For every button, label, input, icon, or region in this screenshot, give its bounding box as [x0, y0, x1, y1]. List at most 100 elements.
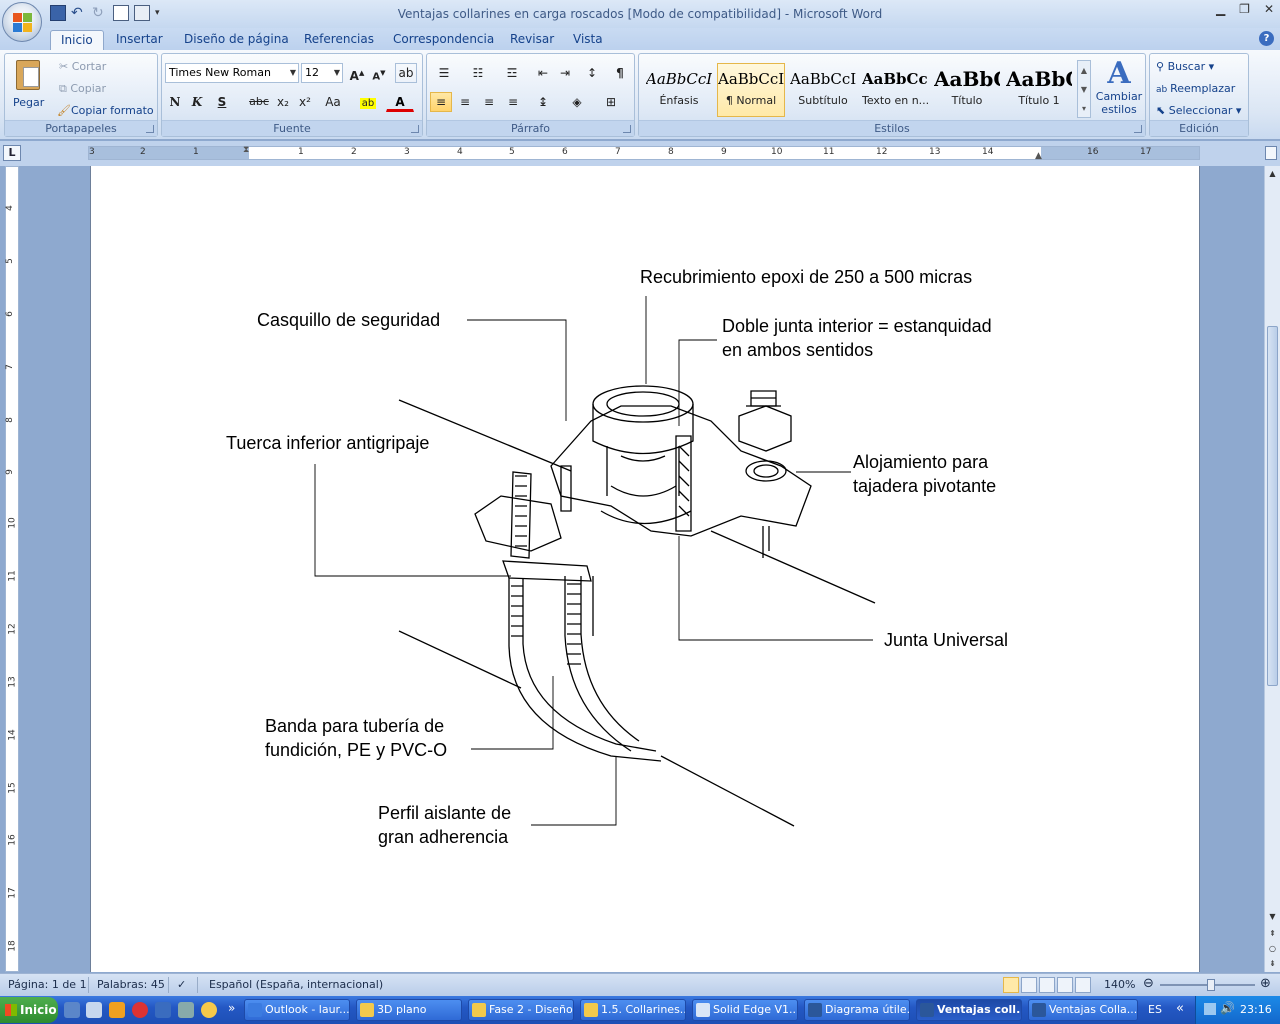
taskbar-diagrama[interactable]: Diagrama útile...	[804, 999, 910, 1021]
align-left-icon[interactable]: ≡	[430, 92, 452, 112]
font-launcher-icon[interactable]	[411, 125, 419, 133]
style-normal[interactable]: AaBbCcI¶ Normal	[717, 63, 785, 117]
tab-vista[interactable]: Vista	[573, 32, 603, 46]
zoom-slider-thumb[interactable]	[1207, 979, 1215, 991]
shading-icon[interactable]: ◈	[572, 95, 582, 109]
highlight-icon[interactable]: ab	[359, 98, 377, 109]
tray-expand-icon[interactable]: «	[1176, 1001, 1184, 1016]
tab-inicio[interactable]: Inicio	[50, 30, 104, 50]
font-color-button[interactable]: A	[386, 92, 414, 112]
tab-correspondencia[interactable]: Correspondencia	[393, 32, 495, 46]
styles-scroll[interactable]: ▲▼▾	[1077, 60, 1091, 118]
find-button[interactable]: ⚲ Buscar ▾	[1156, 60, 1215, 73]
page-count[interactable]: Página: 1 de 1	[8, 978, 87, 991]
align-center-icon[interactable]: ≡	[459, 95, 471, 109]
underline-button[interactable]: S	[217, 95, 227, 109]
document-page[interactable]: Recubrimiento epoxi de 250 a 500 micras …	[90, 166, 1200, 972]
styles-launcher-icon[interactable]	[1134, 125, 1142, 133]
tab-referencias[interactable]: Referencias	[304, 32, 374, 46]
start-button[interactable]: Inicio	[0, 997, 58, 1023]
change-styles-button[interactable]: A Cambiar estilos	[1095, 58, 1143, 120]
clipboard-launcher-icon[interactable]	[146, 125, 154, 133]
undo-icon[interactable]: ↶	[71, 5, 83, 21]
style-titulo-1[interactable]: AaBbCTítulo 1	[1005, 63, 1073, 117]
increase-indent-icon[interactable]: ⇥	[559, 66, 571, 80]
tab-diseno-pagina[interactable]: Diseño de página	[184, 32, 289, 46]
taskbar-ventajas-2[interactable]: Ventajas Colla...	[1028, 999, 1138, 1021]
cut-button[interactable]: ✂ Cortar	[59, 60, 106, 73]
left-indent-marker[interactable]: ⧗	[243, 145, 250, 155]
messenger-icon[interactable]	[201, 1002, 217, 1018]
print-layout-icon[interactable]	[1003, 977, 1019, 993]
scroll-down-icon[interactable]: ▼	[1269, 912, 1276, 921]
superscript-button[interactable]: x²	[299, 95, 311, 109]
taskbar-outlook[interactable]: Outlook - laur...	[244, 999, 350, 1021]
italic-button[interactable]: K	[191, 95, 203, 109]
horizontal-ruler[interactable]: 3 2 1 1 2 3 4 5 6 7 8 9 10 11 12 13 14 1…	[88, 145, 1200, 161]
word-count[interactable]: Palabras: 45	[97, 978, 165, 991]
taskbar-collarines[interactable]: 1.5. Collarines...	[580, 999, 686, 1021]
full-screen-reading-icon[interactable]	[1021, 977, 1037, 993]
help-icon[interactable]: ?	[1259, 31, 1274, 46]
next-page-icon[interactable]: ⇟	[1269, 959, 1276, 968]
taskbar-ventajas-active[interactable]: Ventajas coll...	[916, 999, 1022, 1021]
scroll-up-icon[interactable]: ▲	[1269, 169, 1276, 178]
tab-selector-button[interactable]: L	[3, 145, 21, 161]
chrome-icon[interactable]	[132, 1002, 148, 1018]
vertical-scrollbar[interactable]: ▲ ▼ ⇞ ○ ⇟	[1264, 166, 1280, 972]
taskbar-3d-plano[interactable]: 3D plano	[356, 999, 462, 1021]
save-icon[interactable]	[50, 5, 66, 21]
copy-button[interactable]: ⧉ Copiar	[59, 82, 106, 96]
justify-icon[interactable]: ≡	[507, 95, 519, 109]
taskbar-solid-edge[interactable]: Solid Edge V1...	[692, 999, 798, 1021]
more-quicklaunch-icon[interactable]: »	[228, 1001, 236, 1015]
view-ruler-icon[interactable]	[1265, 146, 1277, 160]
scroll-thumb[interactable]	[1267, 326, 1278, 686]
numbering-icon[interactable]: ☷	[472, 66, 484, 80]
bold-button[interactable]: N	[169, 95, 181, 109]
subscript-button[interactable]: x₂	[277, 95, 289, 109]
paragraph-launcher-icon[interactable]	[623, 125, 631, 133]
style-titulo[interactable]: AaBbCTítulo	[933, 63, 1001, 117]
paste-button[interactable]: Pegar	[11, 58, 47, 118]
borders-icon[interactable]: ⊞	[605, 95, 617, 109]
grow-font-icon[interactable]: A▲	[349, 69, 365, 83]
right-indent-marker[interactable]: ▲	[1035, 151, 1042, 161]
replace-button[interactable]: ab Reemplazar	[1156, 82, 1235, 95]
volume-icon[interactable]: 🔊	[1220, 1001, 1235, 1015]
tab-insertar[interactable]: Insertar	[116, 32, 163, 46]
minimize-icon[interactable]: ▁	[1215, 2, 1226, 16]
zoom-level[interactable]: 140%	[1104, 978, 1136, 991]
app-quick-icon[interactable]	[178, 1002, 194, 1018]
explorer-icon[interactable]	[86, 1002, 102, 1018]
shrink-font-icon[interactable]: A▼	[372, 69, 386, 83]
tab-revisar[interactable]: Revisar	[510, 32, 555, 46]
select-button[interactable]: ⬉ Seleccionar ▾	[1156, 104, 1242, 117]
draw-table-icon[interactable]	[134, 5, 150, 21]
outlook-quick-icon[interactable]	[155, 1002, 171, 1018]
draft-icon[interactable]	[1075, 977, 1091, 993]
outline-icon[interactable]	[1057, 977, 1073, 993]
network-icon[interactable]	[1204, 1003, 1216, 1015]
clock[interactable]: 23:16	[1240, 1003, 1272, 1016]
previous-page-icon[interactable]: ⇞	[1269, 929, 1276, 938]
vertical-ruler[interactable]: 4 5 6 7 8 9 10 11 12 13 14 15 16 17 18	[5, 166, 19, 972]
office-button[interactable]	[2, 2, 42, 42]
spellcheck-icon[interactable]: ✓	[177, 978, 187, 991]
language-indicator[interactable]: Español (España, internacional)	[209, 978, 384, 991]
clear-format-icon[interactable]: ab	[395, 63, 417, 83]
close-icon[interactable]: ✕	[1263, 2, 1274, 16]
media-icon[interactable]	[109, 1002, 125, 1018]
browse-object-icon[interactable]: ○	[1269, 944, 1276, 953]
decrease-indent-icon[interactable]: ⇤	[537, 66, 549, 80]
redo-icon[interactable]: ↻	[92, 5, 104, 21]
font-size-combo[interactable]: 12▼	[301, 63, 343, 83]
desktop-icon[interactable]	[64, 1002, 80, 1018]
bullets-icon[interactable]: ☰	[438, 66, 450, 80]
print-preview-icon[interactable]	[113, 5, 129, 21]
change-case-button[interactable]: Aa	[325, 95, 341, 109]
taskbar-fase-2[interactable]: Fase 2 - Diseño	[468, 999, 574, 1021]
